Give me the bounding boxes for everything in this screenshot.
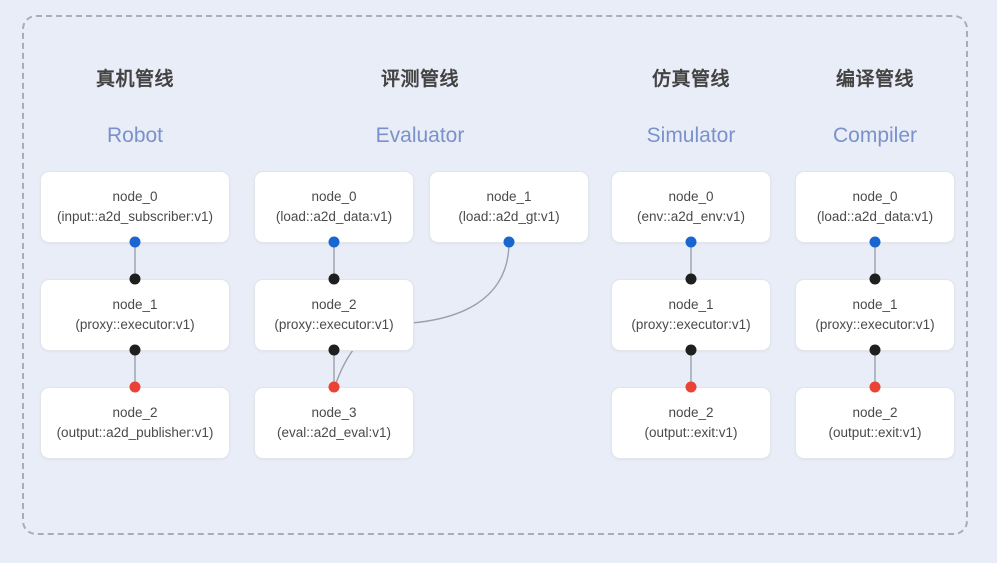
column-title-cn-robot: 真机管线 [95, 69, 174, 90]
port-output-comp-node-1[interactable] [869, 344, 881, 356]
node-label-type: (load::a2d_gt:v1) [458, 209, 560, 224]
node-eval-node-1[interactable]: node_1 (load::a2d_gt:v1) [429, 171, 589, 243]
port-output-robot-node-0[interactable] [129, 236, 141, 248]
node-label-type: (eval::a2d_eval:v1) [276, 425, 392, 440]
node-label-type: (proxy::executor:v1) [815, 317, 935, 332]
node-sim-node-2[interactable]: node_2 (output::exit:v1) [611, 387, 771, 459]
node-label-name: node_2 [311, 297, 357, 312]
port-input-sim-node-1[interactable] [685, 273, 697, 285]
node-sim-node-0[interactable]: node_0 (env::a2d_env:v1) [611, 171, 771, 243]
node-sim-node-1[interactable]: node_1 (proxy::executor:v1) [611, 279, 771, 351]
node-label-type: (load::a2d_data:v1) [816, 209, 934, 224]
node-robot-node-1[interactable]: node_1 (proxy::executor:v1) [40, 279, 230, 351]
port-input-eval-node-3[interactable] [328, 381, 340, 393]
column-title-cn-evaluator: 评测管线 [380, 69, 459, 90]
column-title-en-robot: Robot [106, 124, 164, 147]
column-title-en-evaluator: Evaluator [375, 124, 465, 147]
node-label-type: (proxy::executor:v1) [75, 317, 195, 332]
node-label-name: node_0 [852, 189, 898, 204]
node-comp-node-2[interactable]: node_2 (output::exit:v1) [795, 387, 955, 459]
node-label-type: (env::a2d_env:v1) [636, 209, 746, 224]
node-eval-node-3[interactable]: node_3 (eval::a2d_eval:v1) [254, 387, 414, 459]
node-eval-node-0[interactable]: node_0 (load::a2d_data:v1) [254, 171, 414, 243]
column-title-en-simulator: Simulator [646, 124, 736, 147]
node-label-name: node_3 [311, 405, 357, 420]
node-label-name: node_2 [852, 405, 898, 420]
node-label-type: (load::a2d_data:v1) [275, 209, 393, 224]
port-output-sim-node-0[interactable] [685, 236, 697, 248]
dashed-container-frame [22, 15, 968, 535]
port-output-sim-node-1[interactable] [685, 344, 697, 356]
node-eval-node-2[interactable]: node_2 (proxy::executor:v1) [254, 279, 414, 351]
port-output-eval-node-0[interactable] [328, 236, 340, 248]
node-robot-node-2[interactable]: node_2 (output::a2d_publisher:v1) [40, 387, 230, 459]
node-label-name: node_1 [112, 297, 158, 312]
node-label-name: node_2 [668, 405, 714, 420]
port-input-eval-node-2[interactable] [328, 273, 340, 285]
node-label-name: node_1 [852, 297, 898, 312]
port-input-comp-node-1[interactable] [869, 273, 881, 285]
node-label-name: node_2 [112, 405, 158, 420]
node-label-type: (output::a2d_publisher:v1) [56, 425, 214, 440]
column-title-cn-compiler: 编译管线 [835, 69, 914, 90]
column-title-en-compiler: Compiler [832, 124, 918, 147]
node-label-type: (proxy::executor:v1) [274, 317, 394, 332]
node-label-name: node_0 [668, 189, 714, 204]
node-label-name: node_1 [668, 297, 714, 312]
node-label-type: (proxy::executor:v1) [631, 317, 751, 332]
node-label-type: (output::exit:v1) [828, 425, 922, 440]
port-output-comp-node-0[interactable] [869, 236, 881, 248]
node-label-type: (output::exit:v1) [644, 425, 738, 440]
node-comp-node-0[interactable]: node_0 (load::a2d_data:v1) [795, 171, 955, 243]
node-label-name: node_0 [311, 189, 357, 204]
port-output-robot-node-1[interactable] [129, 344, 141, 356]
node-label-name: node_0 [112, 189, 158, 204]
port-input-comp-node-2[interactable] [869, 381, 881, 393]
column-title-cn-simulator: 仿真管线 [651, 69, 730, 90]
port-output-eval-node-2[interactable] [328, 344, 340, 356]
node-label-type: (input::a2d_subscriber:v1) [56, 209, 214, 224]
port-input-robot-node-1[interactable] [129, 273, 141, 285]
node-label-name: node_1 [486, 189, 532, 204]
port-input-sim-node-2[interactable] [685, 381, 697, 393]
node-robot-node-0[interactable]: node_0 (input::a2d_subscriber:v1) [40, 171, 230, 243]
port-input-robot-node-2[interactable] [129, 381, 141, 393]
node-comp-node-1[interactable]: node_1 (proxy::executor:v1) [795, 279, 955, 351]
port-output-eval-node-1[interactable] [503, 236, 515, 248]
